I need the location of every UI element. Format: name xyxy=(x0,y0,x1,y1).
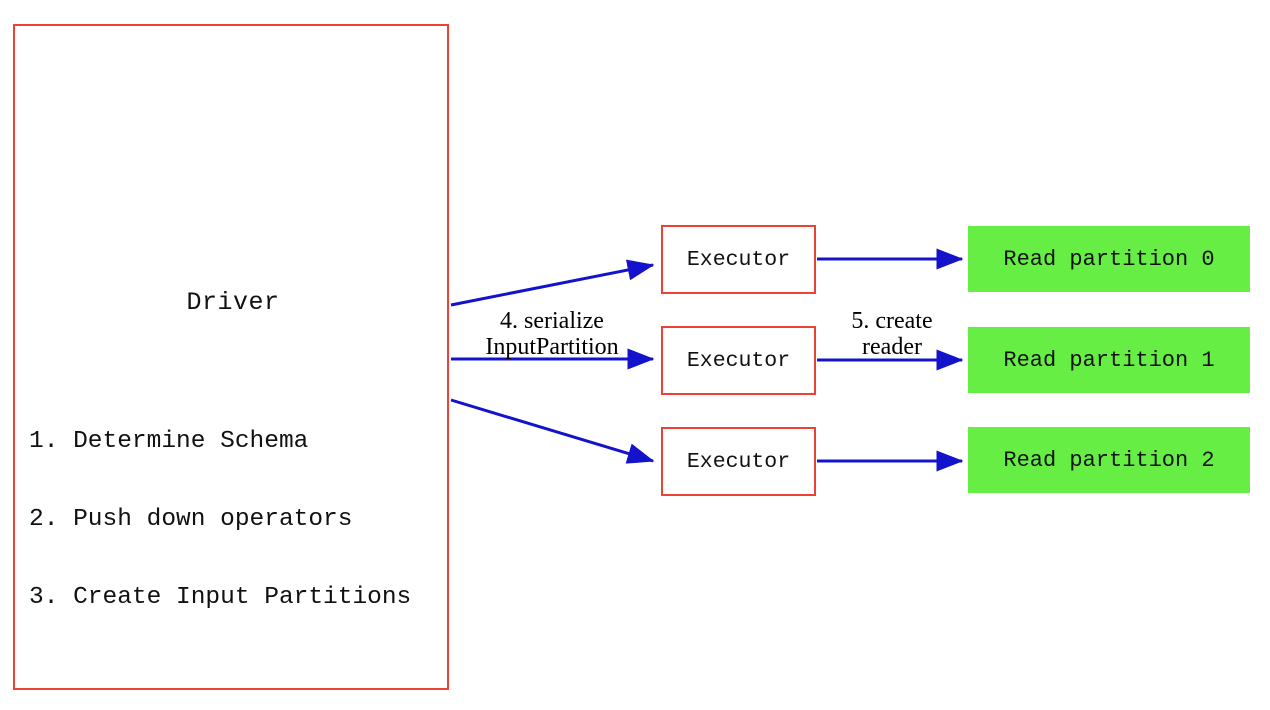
partition-label-2: Read partition 2 xyxy=(1003,447,1215,473)
driver-title: Driver xyxy=(186,288,280,317)
executor-label-2: Executor xyxy=(686,449,791,474)
edge-label-create-reader-line-2: reader xyxy=(862,334,922,360)
partition-box-2: Read partition 2 xyxy=(968,427,1250,493)
partition-box-0: Read partition 0 xyxy=(968,226,1250,292)
executor-box-1: Executor xyxy=(661,326,816,395)
executor-label-0: Executor xyxy=(686,247,791,272)
edge-label-create-reader: 5. create reader xyxy=(826,308,958,360)
partition-label-0: Read partition 0 xyxy=(1003,246,1215,272)
partition-box-1: Read partition 1 xyxy=(968,327,1250,393)
edge-label-create-reader-line-1: 5. create xyxy=(851,308,933,334)
executor-box-2: Executor xyxy=(661,427,816,496)
driver-step-list: 1. Determine Schema 2. Push down operato… xyxy=(29,377,449,663)
arrow-driver-to-executor-0 xyxy=(450,259,655,307)
executor-label-1: Executor xyxy=(686,348,791,373)
executor-box-0: Executor xyxy=(661,225,816,294)
driver-box: Driver 1. Determine Schema 2. Push down … xyxy=(13,24,449,690)
edge-label-serialize-line-2: InputPartition xyxy=(485,334,619,360)
edge-label-serialize: 4. serialize InputPartition xyxy=(462,308,642,360)
arrow-driver-to-executor-2 xyxy=(450,398,655,464)
partition-label-1: Read partition 1 xyxy=(1003,347,1215,373)
edge-label-serialize-line-1: 4. serialize xyxy=(500,308,604,334)
driver-step-3: 3. Create Input Partitions xyxy=(29,584,412,611)
driver-step-1: 1. Determine Schema xyxy=(29,428,309,455)
driver-step-2: 2. Push down operators xyxy=(29,506,353,533)
